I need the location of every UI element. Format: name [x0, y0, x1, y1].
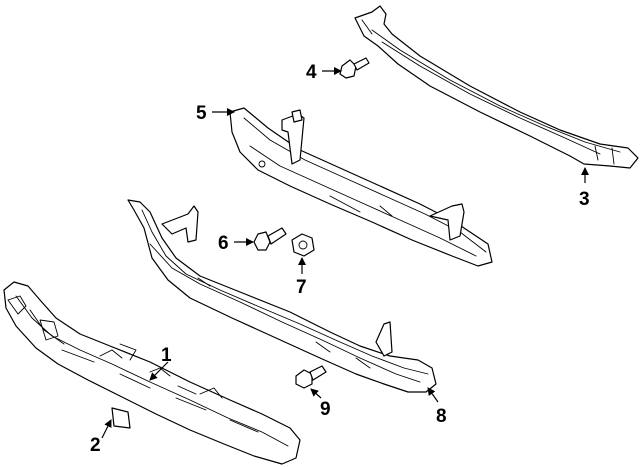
- callout-7: 7: [296, 277, 307, 298]
- callout-3: 3: [579, 189, 590, 210]
- part-2-clip: [111, 407, 131, 429]
- part-8-lower-bar: [127, 199, 437, 393]
- part-3-upper-reinforcement: [354, 5, 639, 169]
- part-7-nut: [291, 233, 315, 257]
- callout-5: 5: [196, 103, 207, 124]
- callout-2: 2: [90, 435, 101, 456]
- callout-4: 4: [306, 62, 317, 83]
- part-9-bolt: [295, 365, 327, 389]
- callout-8: 8: [436, 406, 447, 427]
- callout-9: 9: [320, 399, 331, 420]
- part-4-bolt: [339, 57, 370, 79]
- part-6-bolt: [253, 227, 287, 251]
- leader-lines: [101, 67, 589, 439]
- part-5-upper-beam: [229, 107, 493, 267]
- callout-6: 6: [218, 233, 229, 254]
- callout-1: 1: [161, 345, 172, 366]
- callout-labels: 1 2 3 4 5 6 7 8 9: [90, 62, 590, 456]
